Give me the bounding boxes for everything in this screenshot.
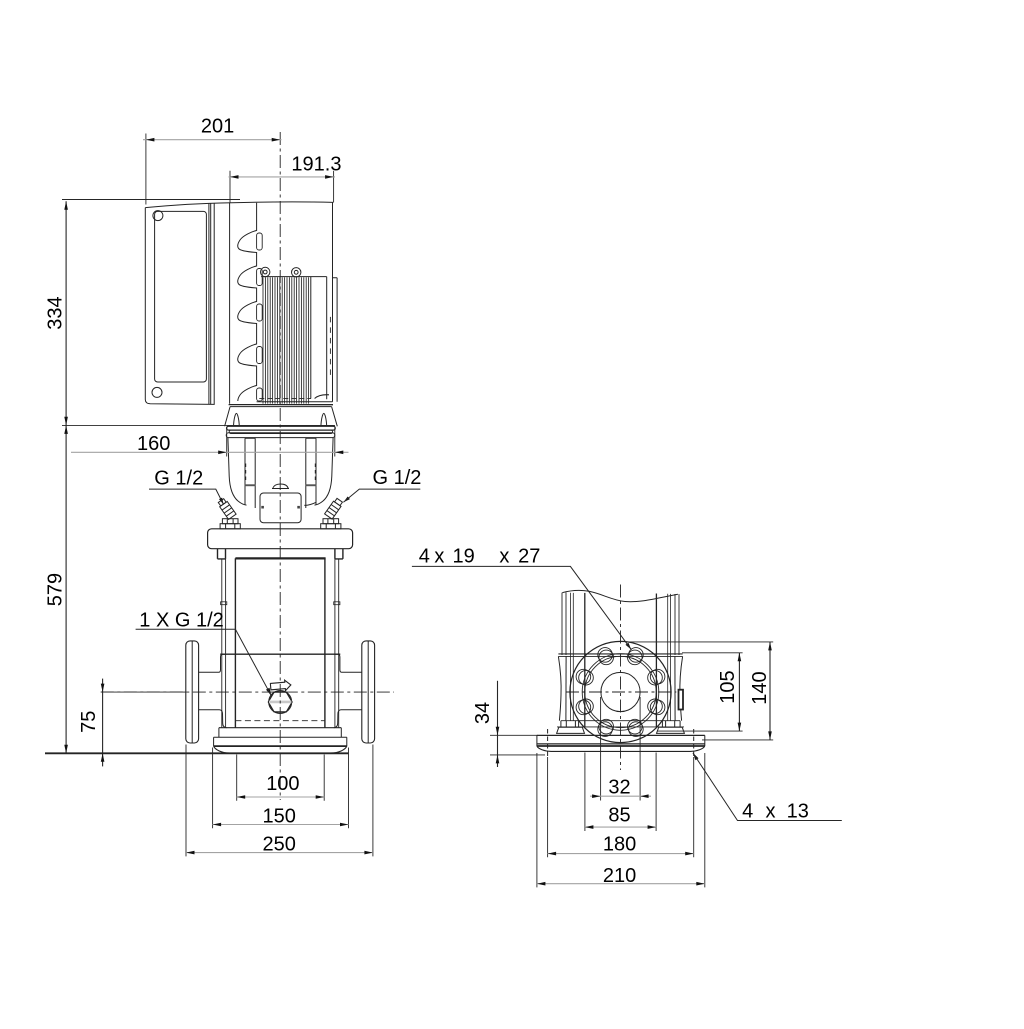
svg-text:579: 579: [45, 573, 67, 606]
svg-text:201: 201: [201, 115, 234, 137]
svg-text:180: 180: [603, 833, 636, 855]
svg-text:32: 32: [608, 776, 630, 798]
svg-text:x: x: [766, 801, 776, 823]
svg-text:191.3: 191.3: [291, 153, 341, 175]
svg-text:140: 140: [749, 671, 771, 704]
svg-text:85: 85: [608, 804, 630, 826]
svg-text:75: 75: [78, 711, 100, 733]
svg-text:G 1/2: G 1/2: [154, 467, 203, 489]
svg-text:34: 34: [472, 702, 494, 724]
svg-text:4: 4: [742, 801, 753, 823]
svg-text:100: 100: [266, 773, 299, 795]
svg-text:250: 250: [263, 833, 296, 855]
svg-text:19: 19: [453, 545, 475, 567]
svg-text:150: 150: [263, 806, 296, 828]
svg-text:4: 4: [419, 545, 430, 567]
svg-text:210: 210: [603, 865, 636, 887]
svg-text:x: x: [499, 545, 509, 567]
svg-text:105: 105: [717, 670, 739, 703]
svg-text:x: x: [434, 545, 444, 567]
svg-text:160: 160: [137, 433, 170, 455]
svg-text:G 1/2: G 1/2: [373, 467, 422, 489]
svg-text:13: 13: [787, 801, 809, 823]
svg-text:27: 27: [518, 545, 540, 567]
svg-text:334: 334: [45, 296, 67, 329]
svg-text:1 X G 1/2: 1 X G 1/2: [139, 609, 224, 631]
